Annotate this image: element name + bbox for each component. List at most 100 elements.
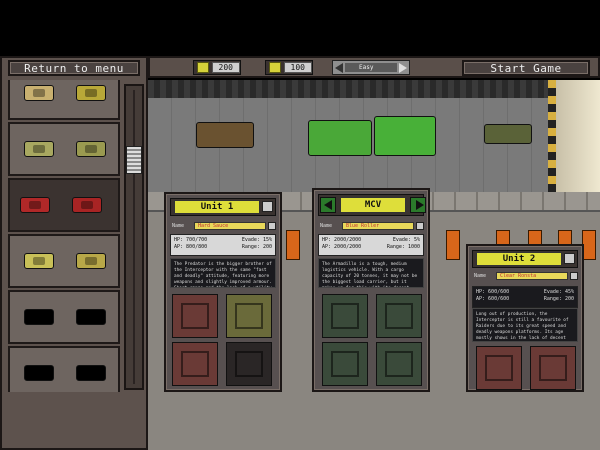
hp-value: 600/600	[488, 289, 510, 295]
locked-vehicle-silhouette	[24, 365, 54, 381]
difficulty-label: Easy	[345, 63, 397, 72]
resource-1-counter: 200	[193, 60, 241, 75]
mcv-stats: HP: 2000/2000 Evade: 5% AP: 2000/2000 Ra…	[318, 234, 424, 256]
range-label: Range:	[543, 296, 562, 302]
difficulty-next-icon[interactable]	[399, 62, 407, 73]
hazard-gate-bar	[548, 80, 556, 192]
convoy-vehicle-mcv-front	[308, 120, 372, 156]
hp-label: HP:	[476, 289, 486, 295]
unit-1-module-slot-empty[interactable]	[226, 342, 272, 386]
mcv-module-slot[interactable]	[376, 294, 422, 338]
vehicle-sprite	[20, 197, 50, 213]
range-value: 1000	[407, 244, 420, 250]
arrow-left-icon	[324, 200, 332, 210]
mcv-description: The Armadillo is a tough, medium logisti…	[318, 258, 424, 288]
vehicle-slot-1[interactable]	[8, 80, 120, 120]
unit-2-name-field[interactable]: Clear Ronsta	[496, 272, 568, 280]
unit-1-name-row: Name Hard Sauce	[172, 222, 276, 230]
unit-1-description: The Predator is the bigger brother of th…	[170, 258, 276, 288]
unit-1-module-slot[interactable]	[172, 342, 218, 386]
vehicle-slot-5-locked[interactable]	[8, 290, 120, 344]
scrollbar-thumb[interactable]	[126, 146, 142, 174]
resource-2-counter: 100	[265, 60, 313, 75]
mcv-module-slot[interactable]	[322, 342, 368, 386]
hp-value: 700/700	[186, 237, 208, 243]
vehicle-list-scrollbar[interactable]	[124, 84, 144, 390]
parts-icon	[269, 62, 281, 73]
evade-value: 15%	[262, 237, 272, 243]
vehicle-slot-4[interactable]	[8, 234, 120, 288]
unit-1-stats: HP: 700/700 Evade: 15% AP: 800/800 Range…	[170, 234, 276, 256]
ap-label: AP:	[174, 244, 184, 250]
evade-label: Evade:	[543, 289, 562, 295]
mcv-name-field[interactable]: Blue Roller	[342, 222, 414, 230]
description-text: Long out of production, the Interceptor …	[476, 312, 569, 341]
name-label: Name	[320, 223, 333, 229]
locked-vehicle-silhouette	[76, 309, 106, 325]
hangar-lamp	[582, 230, 596, 260]
unit-2-module-slot[interactable]	[530, 346, 576, 390]
unit-2-stats: HP: 600/600 Evade: 45% AP: 600/600 Range…	[472, 286, 578, 308]
evade-label: Evade:	[241, 237, 260, 243]
start-game-button[interactable]: Start Game	[462, 60, 590, 76]
convoy-vehicle-unit1	[196, 122, 254, 148]
vehicle-slot-6-locked[interactable]	[8, 346, 120, 392]
mcv-card: MCV Name Blue Roller HP: 2000/2000 Evade…	[312, 188, 430, 392]
unit-2-select-checkbox[interactable]	[564, 253, 575, 264]
name-label: Name	[474, 273, 487, 279]
mcv-prev-button[interactable]	[320, 197, 336, 213]
vehicle-sprite	[72, 197, 102, 213]
vehicle-list	[6, 80, 122, 392]
unit-1-name-field[interactable]: Hard Sauce	[194, 222, 266, 230]
mcv-module-slot[interactable]	[322, 294, 368, 338]
mcv-title: MCV	[340, 197, 406, 213]
vehicle-sprite	[76, 253, 106, 269]
convoy-vehicle-unit2	[484, 124, 532, 144]
ap-value: 800/800	[186, 244, 208, 250]
unit-2-title: Unit 2	[476, 252, 562, 266]
vehicle-sprite	[24, 85, 54, 101]
vehicle-slot-3-selected[interactable]	[8, 178, 120, 232]
rename-icon[interactable]	[416, 222, 424, 230]
ap-label: AP:	[476, 296, 486, 302]
unit-1-module-slot[interactable]	[172, 294, 218, 338]
evade-value: 45%	[564, 289, 574, 295]
ap-value: 600/600	[488, 296, 510, 302]
difficulty-selector[interactable]: Easy	[332, 60, 410, 75]
mcv-name-row: Name Blue Roller	[320, 222, 424, 230]
vehicle-slot-2[interactable]	[8, 122, 120, 176]
difficulty-prev-icon[interactable]	[335, 62, 343, 73]
hp-label: HP:	[322, 237, 332, 243]
evade-label: Evade:	[392, 237, 411, 243]
range-value: 200	[262, 244, 272, 250]
name-label: Name	[172, 223, 185, 229]
description-text: The Armadillo is a tough, medium logisti…	[322, 262, 418, 287]
mcv-next-button[interactable]	[410, 197, 426, 213]
mcv-module-slot[interactable]	[376, 342, 422, 386]
locked-vehicle-silhouette	[76, 365, 106, 381]
description-text: The Predator is the bigger brother of th…	[174, 262, 272, 287]
resource-2-value: 100	[283, 62, 312, 73]
rename-icon[interactable]	[268, 222, 276, 230]
unit-1-card: Unit 1 Name Hard Sauce HP: 700/700 Evade…	[164, 192, 282, 392]
arrow-right-icon	[416, 200, 424, 210]
exit-gate	[556, 80, 600, 192]
vehicle-sprite	[76, 141, 106, 157]
hangar-lamp	[286, 230, 300, 260]
unit-1-title: Unit 1	[174, 200, 260, 214]
unit-2-name-row: Name Clear Ronsta	[474, 272, 578, 280]
unit-2-module-slot[interactable]	[476, 346, 522, 390]
unit-1-select-checkbox[interactable]	[262, 201, 273, 212]
vehicle-sprite	[76, 85, 106, 101]
hangar-lamp	[446, 230, 460, 260]
credits-icon	[197, 62, 209, 73]
rename-icon[interactable]	[570, 272, 578, 280]
hp-label: HP:	[174, 237, 184, 243]
unit-1-module-slot[interactable]	[226, 294, 272, 338]
range-value: 200	[564, 296, 574, 302]
evade-value: 5%	[413, 237, 420, 243]
return-to-menu-button[interactable]: Return to menu	[8, 60, 140, 76]
vehicle-sprite	[24, 253, 54, 269]
convoy-preview-arena	[148, 80, 600, 192]
resource-1-value: 200	[211, 62, 240, 73]
